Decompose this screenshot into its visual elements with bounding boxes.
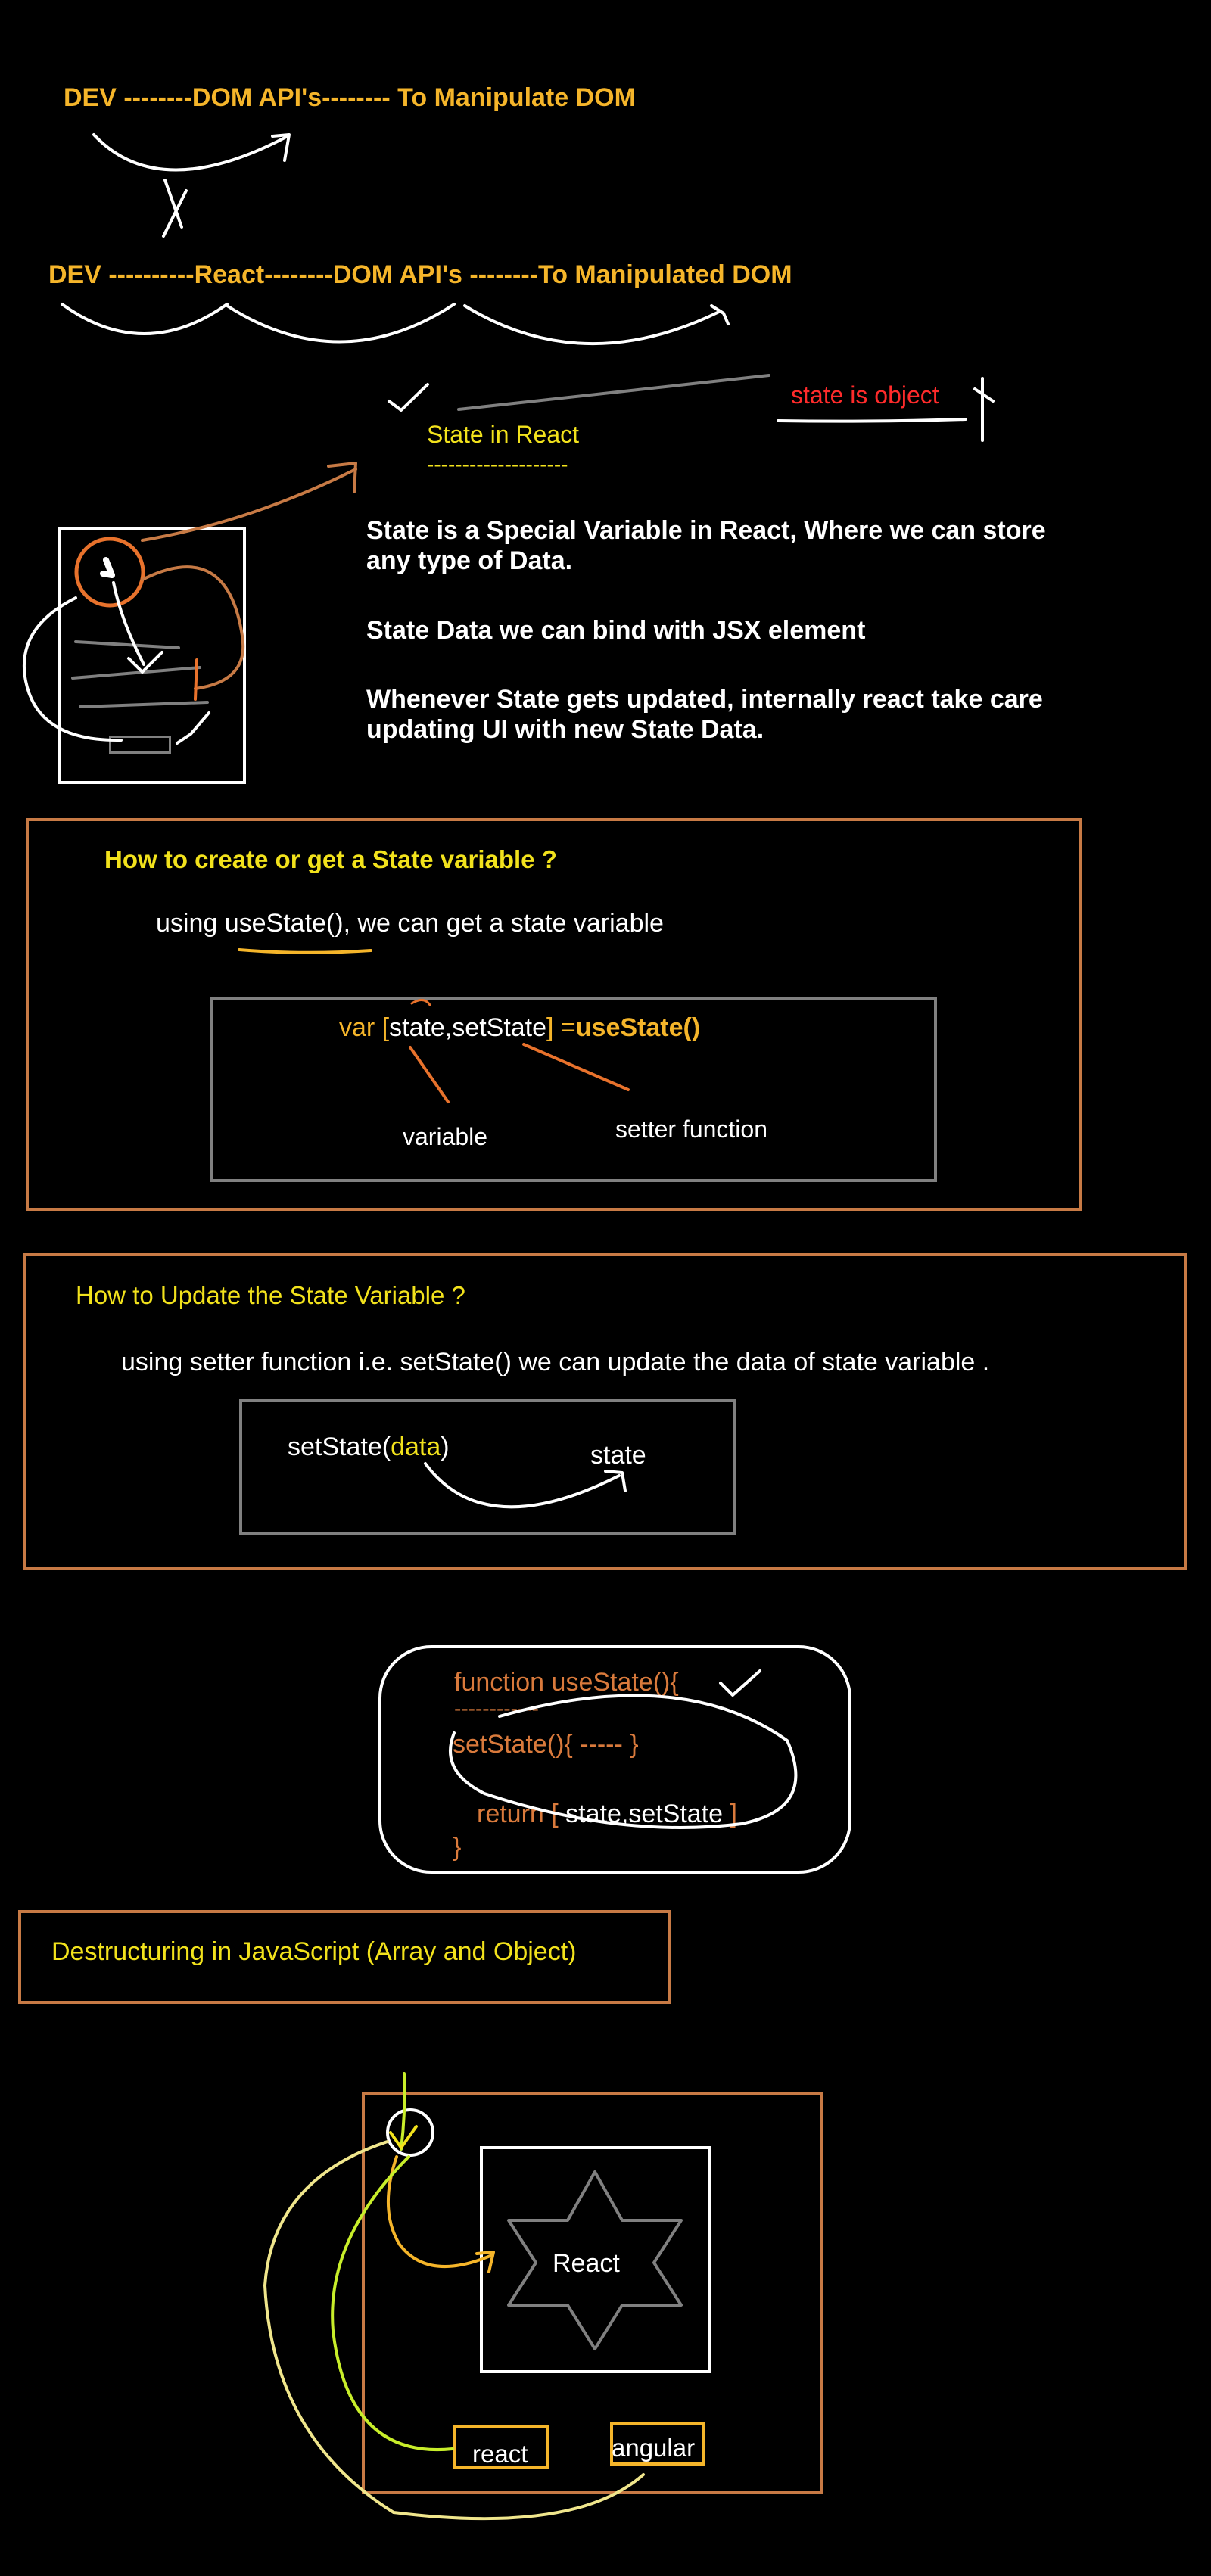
arc-domapi-dom	[463, 304, 721, 345]
react-center-label: React	[553, 2249, 620, 2278]
pointer-line	[457, 374, 770, 411]
underline-state-object	[777, 418, 967, 423]
setstate-data-arg: data	[391, 1433, 441, 1461]
code-var-keyword: var [	[339, 1013, 390, 1042]
desc-line-2: any type of Data.	[366, 546, 573, 575]
code-destructured-names: state,setState	[389, 1013, 547, 1042]
update-state-title: How to Update the State Variable ?	[76, 1281, 465, 1309]
create-state-section	[26, 818, 1082, 1211]
desc-line-3: State Data we can bind with JSX element	[366, 616, 866, 645]
phone-sketch-button	[109, 736, 171, 754]
setstate-code-box	[239, 1399, 736, 1535]
angular-tag-label: angular	[612, 2434, 696, 2462]
desc-line-5: updating UI with new State Data.	[366, 715, 764, 744]
usestate-function-frame	[378, 1645, 851, 1874]
fn-return-keyword: return [	[477, 1800, 559, 1828]
state-is-object-note: state is object	[791, 381, 939, 409]
check-mark	[388, 383, 429, 412]
cross-mark	[163, 179, 183, 229]
label-setter-function: setter function	[615, 1115, 767, 1143]
fn-line-2: ------------	[454, 1697, 539, 1720]
fn-line-3: setState(){ ----- }	[453, 1730, 639, 1759]
setstate-call: setState(data)	[288, 1433, 450, 1461]
arc-dev-react	[61, 303, 229, 335]
react-dom-api-line: DEV ----------React--------DOM API's ---…	[48, 260, 792, 289]
react-tag-label: react	[472, 2440, 528, 2468]
code-usestate-call: useState()	[575, 1013, 701, 1042]
arc-react-domapi	[226, 303, 456, 344]
fn-return-values: state,setState	[565, 1800, 724, 1828]
setstate-target-state: state	[590, 1441, 646, 1470]
update-state-section	[23, 1253, 1187, 1570]
fn-return-close: ]	[730, 1800, 737, 1828]
desc-line-1: State is a Special Variable in React, Wh…	[366, 516, 1046, 545]
state-in-react-heading: State in React	[427, 421, 579, 448]
destructuring-box	[18, 1910, 671, 2004]
code-close-eq: ] =	[546, 1013, 576, 1042]
dom-api-line: DEV --------DOM API's-------- To Manipul…	[64, 83, 636, 112]
create-state-title: How to create or get a State variable ?	[104, 845, 557, 873]
usestate-code-line: var [state,setState] =useState()	[339, 1015, 700, 1041]
state-in-react-underline: --------------------	[427, 453, 568, 476]
fn-line-5: }	[453, 1833, 462, 1862]
destructuring-label: Destructuring in JavaScript (Array and O…	[51, 1937, 577, 1966]
arrow-dev-to-dom	[92, 133, 289, 172]
usestate-code-box	[210, 997, 937, 1182]
desc-line-4: Whenever State gets updated, internally …	[366, 685, 1043, 714]
label-variable: variable	[403, 1123, 488, 1150]
fn-line-4: return [ state,setState ]	[477, 1801, 737, 1827]
fn-line-1: function useState(){	[454, 1668, 679, 1697]
update-state-text: using setter function i.e. setState() we…	[121, 1348, 990, 1377]
create-state-text: using useState(), we can get a state var…	[156, 909, 664, 938]
